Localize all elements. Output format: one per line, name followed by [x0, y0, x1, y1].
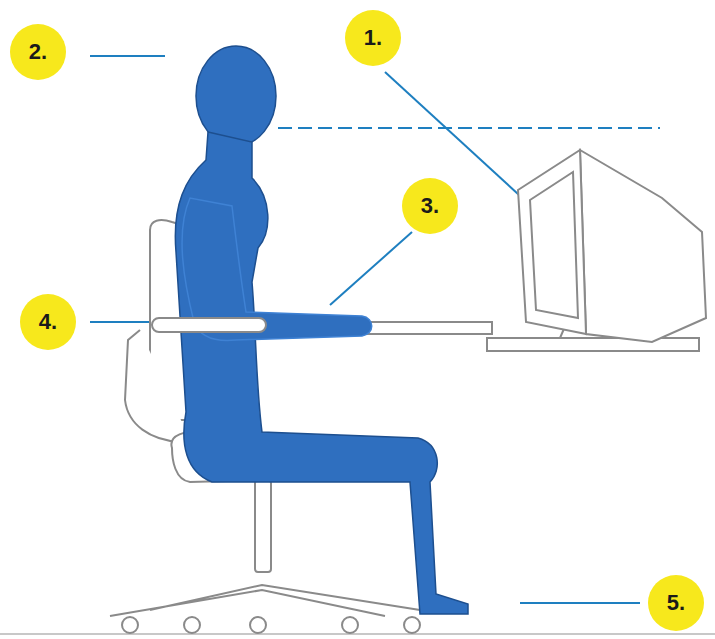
callout-circle: 5. [648, 575, 704, 631]
armrest [152, 318, 266, 332]
callout-circle: 1. [345, 10, 401, 66]
callout-number: 5. [667, 590, 685, 616]
callout-circle: 2. [10, 24, 66, 80]
callout-circle: 3. [402, 178, 458, 234]
crt-monitor [518, 150, 706, 342]
eye-level-line [278, 127, 660, 129]
callout-circle: 4. [20, 294, 76, 350]
floor-line [0, 633, 715, 635]
office-chair [110, 220, 420, 633]
callout-number: 1. [364, 25, 382, 51]
callout-number: 3. [421, 193, 439, 219]
leader-lines [90, 56, 640, 603]
callout-number: 4. [39, 309, 57, 335]
callout-number: 2. [29, 39, 47, 65]
